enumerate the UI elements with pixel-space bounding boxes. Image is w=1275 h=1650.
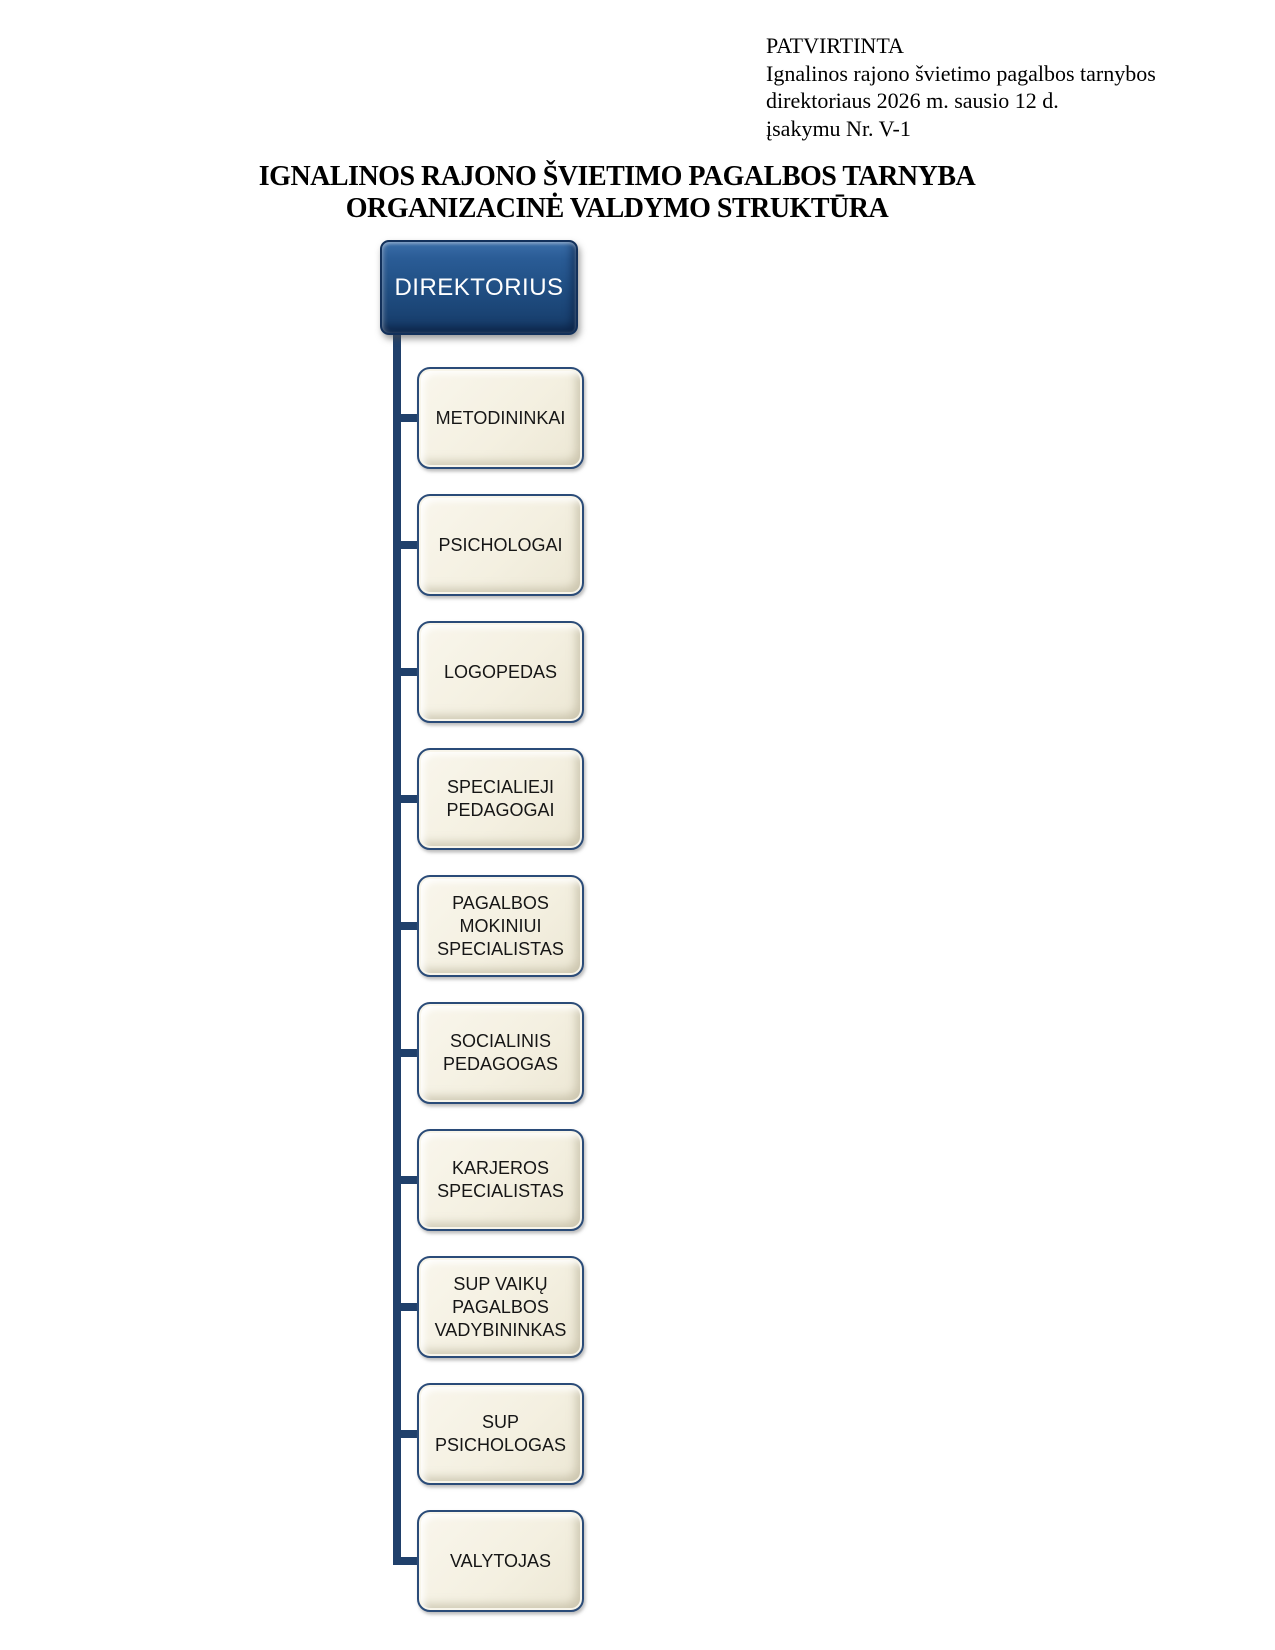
connector-stub	[393, 1557, 419, 1565]
node-label: KARJEROS SPECIALISTAS	[437, 1158, 564, 1201]
org-node-row: SUP VAIKŲ PAGALBOS VADYBININKAS	[393, 1256, 584, 1358]
org-node-row: LOGOPEDAS	[393, 621, 584, 723]
node-socialinis-pedagogas: SOCIALINIS PEDAGOGAS	[417, 1002, 584, 1104]
node-direktorius: DIREKTORIUS	[380, 240, 578, 335]
connector-stub	[393, 795, 419, 803]
node-label: SUP PSICHOLOGAS	[434, 1412, 567, 1455]
connector-trunk	[393, 331, 401, 1565]
node-label: LOGOPEDAS	[443, 661, 558, 682]
org-node-row: SUP PSICHOLOGAS	[393, 1383, 584, 1485]
node-specialieji-pedagogai: SPECIALIEJI PEDAGOGAI	[417, 748, 584, 850]
node-sup-psichologas: SUP PSICHOLOGAS	[417, 1383, 584, 1485]
org-node-row: VALYTOJAS	[393, 1510, 584, 1612]
node-pagalbos-mokiniui-specialistas: PAGALBOS MOKINIUI SPECIALISTAS	[417, 875, 584, 977]
node-label: SOCIALINIS PEDAGOGAS	[442, 1031, 559, 1074]
node-label: DIREKTORIUS	[394, 273, 564, 301]
approval-line: įsakymu Nr. V-1	[766, 115, 911, 141]
org-node-row: KARJEROS SPECIALISTAS	[393, 1129, 584, 1231]
connector-stub	[393, 1176, 419, 1184]
approval-block: PATVIRTINTA Ignalinos rajono švietimo pa…	[766, 32, 1156, 142]
connector-stub	[393, 668, 419, 676]
approval-line: direktoriaus 2026 m. sausio 12 d.	[766, 88, 1059, 113]
node-label: SUP VAIKŲ PAGALBOS VADYBININKAS	[434, 1273, 567, 1340]
connector-stub	[393, 1303, 419, 1311]
node-label: METODININKAI	[435, 407, 566, 428]
page-title: IGNALINOS RAJONO ŠVIETIMO PAGALBOS TARNY…	[257, 161, 977, 225]
connector-stub	[393, 1430, 419, 1438]
page-title-line-1: IGNALINOS RAJONO ŠVIETIMO PAGALBOS TARNY…	[258, 161, 976, 192]
approval-line: PATVIRTINTA	[766, 33, 904, 58]
node-label: VALYTOJAS	[449, 1550, 552, 1571]
node-label: PAGALBOS MOKINIUI SPECIALISTAS	[437, 892, 564, 959]
node-logopedas: LOGOPEDAS	[417, 621, 584, 723]
org-node-row: PAGALBOS MOKINIUI SPECIALISTAS	[393, 875, 584, 977]
org-node-row: SOCIALINIS PEDAGOGAS	[393, 1002, 584, 1104]
org-node-row: PSICHOLOGAI	[393, 494, 584, 596]
node-psichologai: PSICHOLOGAI	[417, 494, 584, 596]
org-node-row: METODININKAI	[393, 367, 584, 469]
connector-stub	[393, 414, 419, 422]
node-sup-vaiku-pagalbos-vadybininkas: SUP VAIKŲ PAGALBOS VADYBININKAS	[417, 1256, 584, 1358]
node-karjeros-specialistas: KARJEROS SPECIALISTAS	[417, 1129, 584, 1231]
node-label: PSICHOLOGAI	[438, 534, 563, 555]
connector-stub	[393, 922, 419, 930]
org-node-row: SPECIALIEJI PEDAGOGAI	[393, 748, 584, 850]
page-title-line-2: ORGANIZACINĖ VALDYMO STRUKTŪRA	[345, 193, 889, 224]
connector-stub	[393, 1049, 419, 1057]
node-valytojas: VALYTOJAS	[417, 1510, 584, 1612]
connector-stub	[393, 541, 419, 549]
approval-line: Ignalinos rajono švietimo pagalbos tarny…	[766, 60, 1156, 86]
node-label: SPECIALIEJI PEDAGOGAI	[446, 777, 555, 820]
node-metodininkai: METODININKAI	[417, 367, 584, 469]
